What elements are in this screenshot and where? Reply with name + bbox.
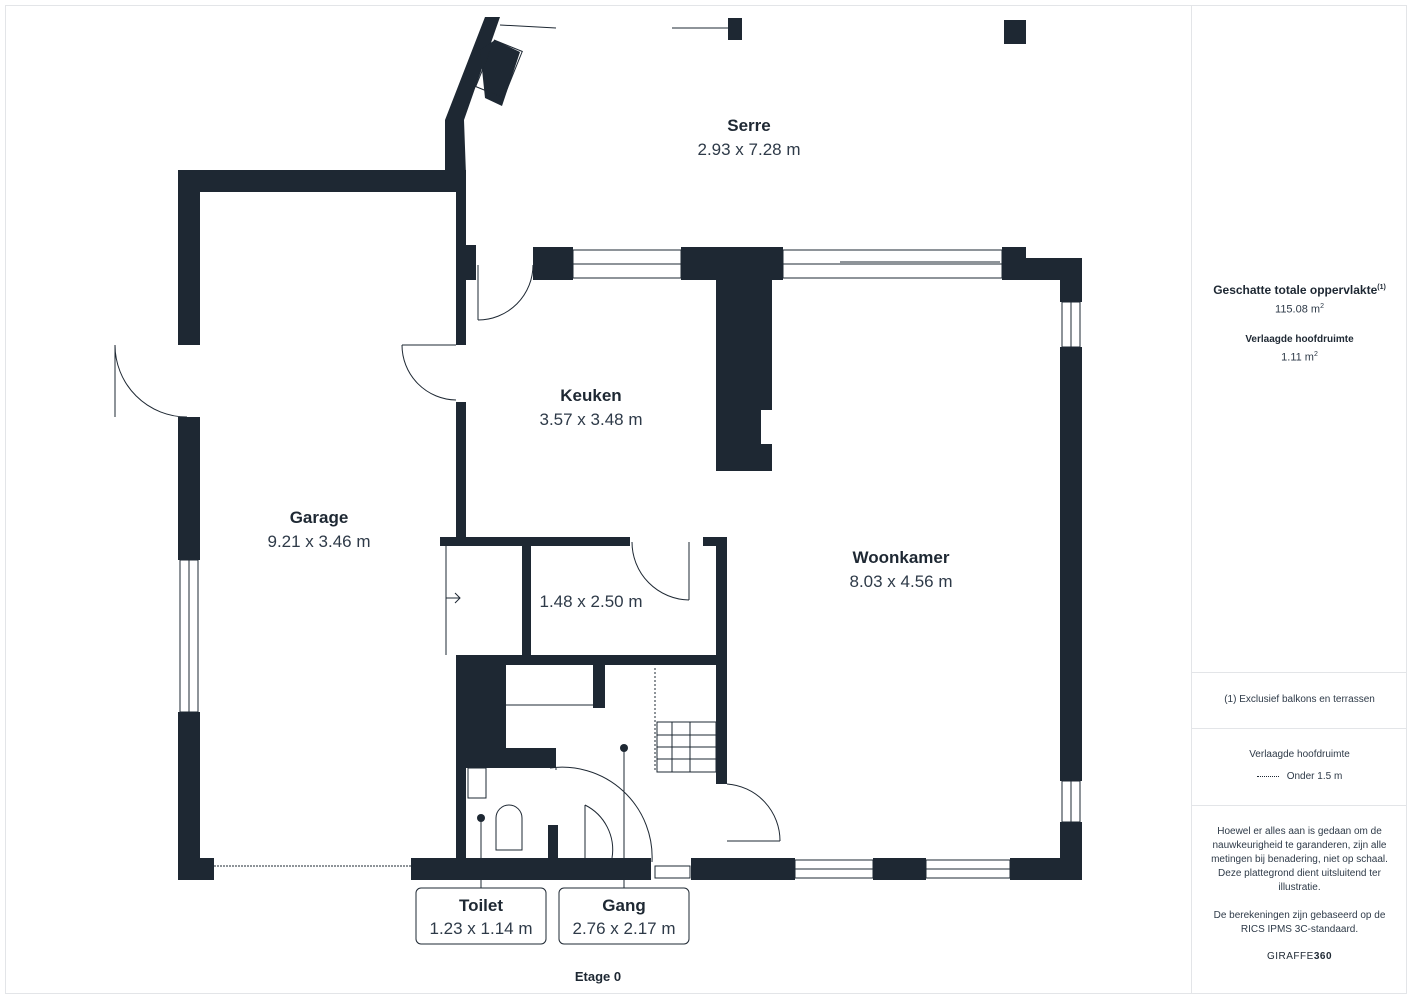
room-dim-unnamed: 1.48 x 2.50 m — [539, 592, 642, 611]
wall — [691, 858, 795, 880]
wall — [1060, 347, 1082, 781]
room-name-keuken: Keuken — [560, 386, 621, 405]
disclaimer: Hoewel er alles aan is gedaan om de nauw… — [1211, 826, 1388, 893]
room-name-woonkamer: Woonkamer — [853, 548, 950, 567]
area-summary: Geschatte totale oppervlakte(1) 115.08 m… — [1192, 283, 1407, 363]
wall — [440, 537, 630, 546]
total-area-value: 115.08 m — [1275, 303, 1321, 316]
legend-item-label: Onder 1.5 m — [1286, 771, 1343, 782]
room-dim-toilet: 1.23 x 1.14 m — [429, 919, 532, 938]
wall — [456, 748, 556, 768]
wall — [593, 660, 605, 708]
footnote: (1) Exclusief balkons en terrassen — [1224, 694, 1375, 705]
wall — [178, 170, 200, 345]
wall — [1060, 258, 1082, 302]
legend-item: Onder 1.5 m — [1192, 770, 1407, 784]
wall — [533, 247, 573, 280]
legend-title: Verlaagde hoofdruimte — [1249, 749, 1350, 760]
wall — [548, 825, 558, 880]
room-name-toilet: Toilet — [459, 896, 503, 915]
callout-gang: Gang 2.76 x 2.17 m — [558, 887, 690, 945]
wall — [456, 858, 651, 880]
reduced-headroom-value: 1.11 m — [1281, 351, 1314, 364]
room-dim-woonkamer: 8.03 x 4.56 m — [849, 572, 952, 591]
giraffe360-logo: GIRAFFE360 — [1266, 951, 1333, 962]
door-front — [549, 766, 653, 863]
room-name-garage: Garage — [290, 508, 349, 527]
wall — [445, 17, 500, 175]
door-step — [654, 865, 691, 879]
wall — [178, 712, 200, 880]
room-name-serre: Serre — [727, 116, 770, 135]
callout-dot — [477, 814, 485, 822]
toilet-bowl — [495, 804, 523, 851]
wall — [178, 858, 214, 880]
wall — [456, 402, 466, 545]
wall — [456, 655, 506, 755]
dotted-line-icon — [1256, 775, 1279, 777]
door-toilet — [584, 804, 614, 859]
room-dim-keuken: 3.57 x 3.48 m — [539, 410, 642, 429]
page-frame — [5, 5, 1407, 994]
door-gang — [726, 783, 781, 842]
openings — [114, 24, 1081, 879]
callout-toilet: Toilet 1.23 x 1.14 m — [415, 887, 547, 945]
wall — [522, 537, 531, 657]
total-area-title: Geschatte totale oppervlakte — [1213, 283, 1378, 297]
walls — [178, 17, 1082, 880]
disclaimer-standard: De berekeningen zijn gebaseerd op de RIC… — [1213, 910, 1386, 935]
floor-label: Etage 0 — [575, 969, 621, 984]
wall — [681, 247, 783, 280]
reduced-headroom-title: Verlaagde hoofdruimte — [1245, 333, 1354, 345]
sink — [467, 767, 487, 799]
door-serre — [477, 264, 534, 321]
floor-plan: Serre 2.93 x 7.28 m Garage 9.21 x 3.46 m… — [114, 17, 1082, 984]
wall — [1004, 20, 1026, 44]
wall — [873, 858, 926, 880]
door-step — [492, 872, 524, 879]
wall — [703, 537, 727, 546]
room-dim-gang: 2.76 x 2.17 m — [572, 919, 675, 938]
wall — [178, 170, 466, 192]
callout-lines — [480, 748, 625, 888]
wall — [411, 858, 461, 880]
room-dim-garage: 9.21 x 3.46 m — [267, 532, 370, 551]
wall — [456, 748, 466, 880]
wall — [728, 18, 742, 40]
room-name-gang: Gang — [602, 896, 645, 915]
door-keuken — [401, 344, 457, 401]
wall — [480, 40, 520, 106]
wall — [456, 655, 726, 665]
wall — [1010, 858, 1082, 880]
wall — [456, 245, 476, 280]
callout-dot — [620, 744, 628, 752]
room-dim-serre: 2.93 x 7.28 m — [697, 140, 800, 159]
niche — [761, 410, 772, 444]
total-area-footnote-mark: (1) — [1377, 284, 1386, 291]
door-woonkamer — [631, 541, 690, 601]
info-sidebar: Geschatte totale oppervlakte(1) 115.08 m… — [1191, 5, 1407, 994]
wall — [178, 417, 200, 560]
